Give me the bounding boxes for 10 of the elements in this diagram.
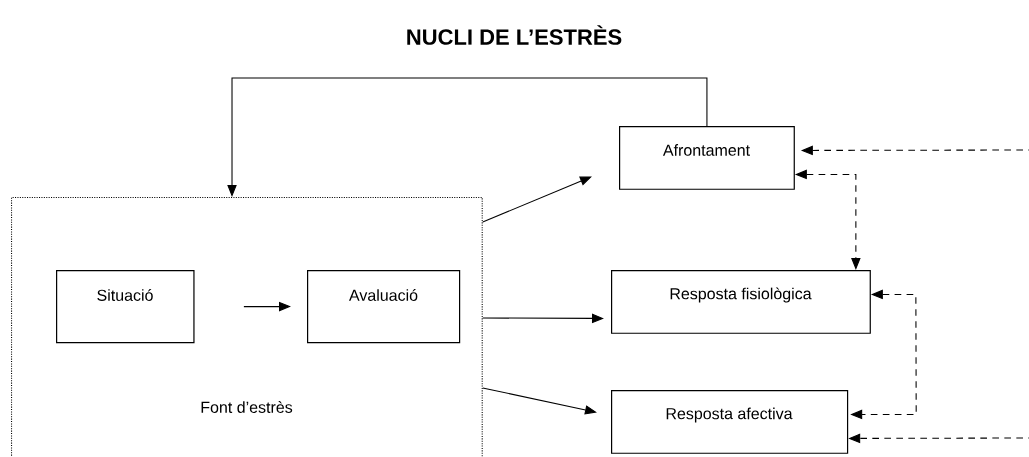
arrow: [482, 387, 597, 415]
arrow: [227, 77, 708, 197]
process-box: Resposta fisiològica: [611, 270, 871, 334]
process-box: Afrontament: [619, 126, 795, 190]
arrow: [482, 176, 592, 223]
title: NUCLI DE L’ESTRÈS: [407, 25, 622, 45]
process-box: Avaluació: [307, 270, 461, 344]
arrow: [243, 301, 291, 312]
process-box: Resposta afectiva: [611, 390, 849, 454]
process-box: Situació: [56, 270, 195, 344]
